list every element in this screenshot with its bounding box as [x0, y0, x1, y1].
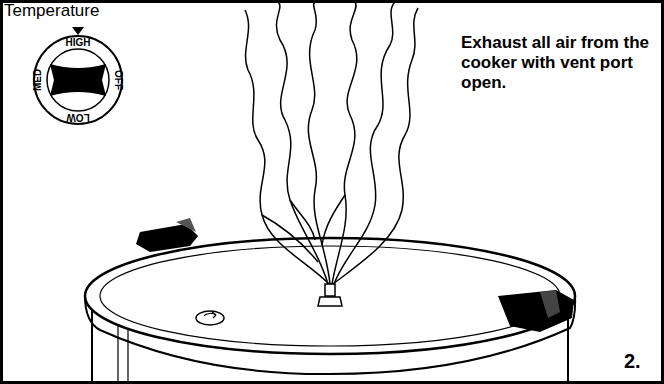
temperature-dial: TemperatureHIGHOFFLOWMED: [34, 36, 122, 124]
lid-rim: [100, 246, 560, 346]
body-handle: [498, 290, 574, 332]
vent-nut: [318, 297, 342, 306]
vent-pipe: [325, 284, 335, 296]
handle-detail: [540, 290, 560, 318]
dial-pointer: [72, 27, 84, 35]
dial-title: Temperature: [4, 2, 99, 19]
temperature-dial: [34, 36, 122, 124]
instruction-note: Exhaust all air from the cooker with ven…: [461, 33, 656, 93]
lid-skirt: [85, 296, 575, 374]
dial-mark: LOW: [66, 112, 89, 122]
dial-mark: OFF: [113, 70, 123, 90]
plug-arrow: [212, 312, 216, 318]
dial-mark: MED: [33, 69, 43, 91]
step-number: 2.: [624, 350, 641, 373]
cooker-lid: [85, 238, 575, 354]
overpressure-plug: [196, 311, 224, 325]
dial-mark: HIGH: [66, 38, 91, 48]
dial-grip: [50, 64, 106, 96]
steam: [245, 2, 418, 284]
handle-detail: [176, 218, 196, 232]
dial-knob: [47, 49, 109, 111]
